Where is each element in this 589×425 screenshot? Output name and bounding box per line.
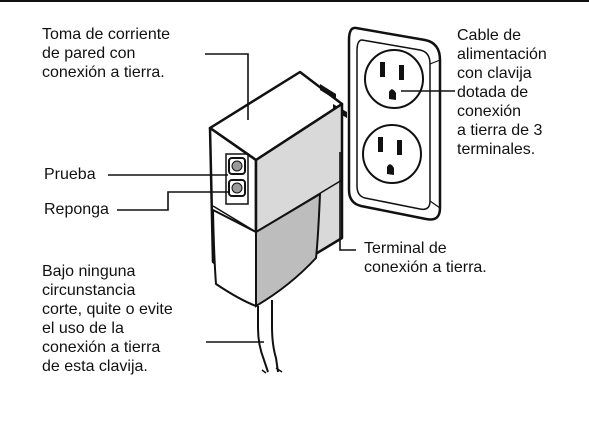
reset-button [228, 179, 246, 197]
upper-receptacle [364, 49, 424, 109]
label-wall-outlet: Toma de corriente de pared con conexión … [42, 26, 171, 81]
label-warning: Bajo ninguna circunstancia corte, quite … [42, 263, 173, 375]
label-reset: Reponga [44, 201, 109, 218]
label-power-cord: Cable de alimentación con clavija dotada… [457, 27, 547, 158]
adapter-plug [208, 70, 347, 374]
label-ground-terminal: Terminal de conexión a tierra. [364, 240, 487, 276]
leader-ground-terminal [339, 152, 356, 251]
leader-reset [117, 191, 230, 211]
lower-receptacle [362, 124, 422, 184]
leader-wall-outlet [205, 53, 249, 120]
test-button [228, 157, 246, 175]
label-test: Prueba [44, 166, 96, 183]
